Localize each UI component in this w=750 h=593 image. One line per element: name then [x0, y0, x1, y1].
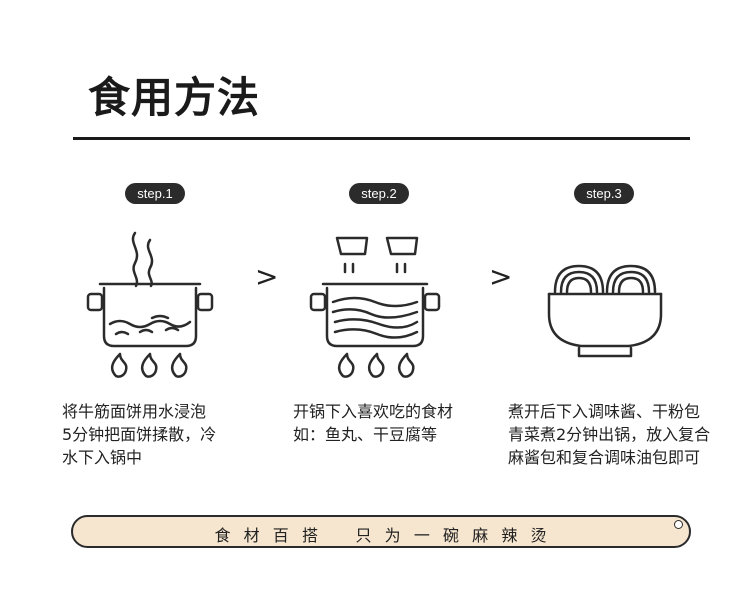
- step-2-description: 开锅下入喜欢吃的食材 如：鱼丸、干豆腐等: [293, 402, 454, 444]
- page-title: 食用方法: [88, 73, 261, 122]
- title-divider: [73, 137, 690, 140]
- step-1-description: 将牛筋面饼用水浸泡 5分钟把面饼揉散，冷 水下入锅中: [62, 402, 217, 467]
- step-2-badge: step.2: [349, 183, 409, 204]
- boiling-pot-icon: [86, 231, 214, 378]
- arrow-step-1-to-2: >: [255, 260, 279, 293]
- step-1-badge: step.1: [125, 183, 185, 204]
- adding-ingredients-pot-icon: [309, 236, 441, 378]
- arrow-step-2-to-3: >: [489, 260, 513, 293]
- banner-dot-decoration: [674, 520, 683, 529]
- step-3-badge: step.3: [574, 183, 634, 204]
- slogan-text: 食 材 百 搭 只 为 一 碗 麻 辣 烫: [214, 526, 548, 545]
- slogan-banner: 食 材 百 搭 只 为 一 碗 麻 辣 烫: [71, 515, 691, 548]
- step-3-description: 煮开后下入调味酱、干粉包 青菜煮2分钟出锅，放入复合 麻酱包和复合调味油包即可: [508, 402, 711, 467]
- noodle-bowl-icon: [547, 264, 663, 358]
